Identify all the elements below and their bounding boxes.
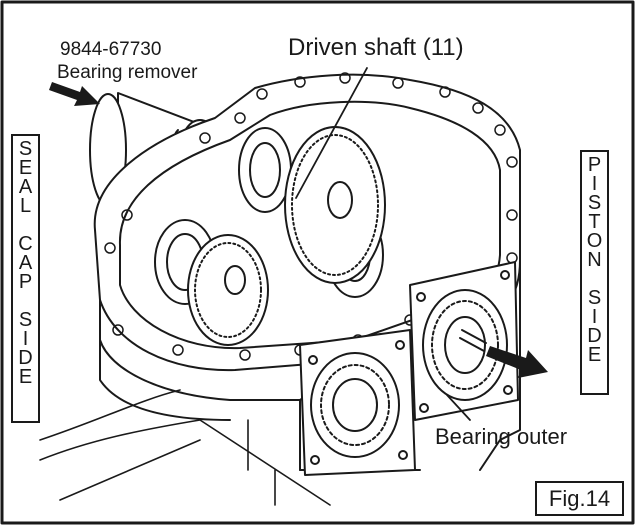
- letter: E: [18, 366, 33, 388]
- gear-small: [187, 234, 269, 346]
- letter: S: [587, 287, 602, 309]
- letter: D: [18, 347, 33, 369]
- leader-driven-shaft: [295, 67, 368, 199]
- pull-arrow: [486, 346, 548, 378]
- letter: S: [18, 138, 33, 160]
- shaft: [459, 329, 487, 352]
- letter: L: [19, 195, 32, 217]
- letter: T: [588, 211, 601, 233]
- bearing-outer-label: Bearing outer: [435, 424, 568, 449]
- bearing-plate-left: [299, 329, 416, 476]
- letter: P: [18, 271, 33, 293]
- base-plate: [39, 389, 331, 506]
- letter: S: [18, 309, 33, 331]
- remover-arrow: [49, 82, 100, 106]
- part-number-label: 9844-67730: [60, 39, 162, 60]
- housing-skirt: [99, 299, 301, 471]
- piston-side-label: P I S T O N S I D E: [580, 150, 609, 395]
- letter: I: [591, 306, 598, 328]
- letter: N: [587, 249, 602, 271]
- letter: O: [586, 230, 603, 252]
- part-name-label: Bearing remover: [57, 62, 198, 83]
- letter: S: [587, 192, 602, 214]
- figure-number: Fig.14: [535, 481, 624, 516]
- letter: C: [18, 233, 33, 255]
- letter: E: [587, 344, 602, 366]
- letter: E: [18, 157, 33, 179]
- letter: D: [587, 325, 602, 347]
- driven-shaft-label: Driven shaft (11): [288, 34, 464, 61]
- letter: I: [22, 328, 29, 350]
- leader-bearing-outer: [446, 394, 471, 421]
- letter: A: [18, 252, 33, 274]
- letter: P: [587, 154, 602, 176]
- seal-cap-side-label: S E A L C A P S I D E: [11, 134, 40, 423]
- letter: A: [18, 176, 33, 198]
- letter: I: [591, 173, 598, 195]
- bearing-plate-right: [409, 261, 519, 421]
- housing-inner-rim: [118, 100, 501, 350]
- gear-large: [284, 126, 386, 284]
